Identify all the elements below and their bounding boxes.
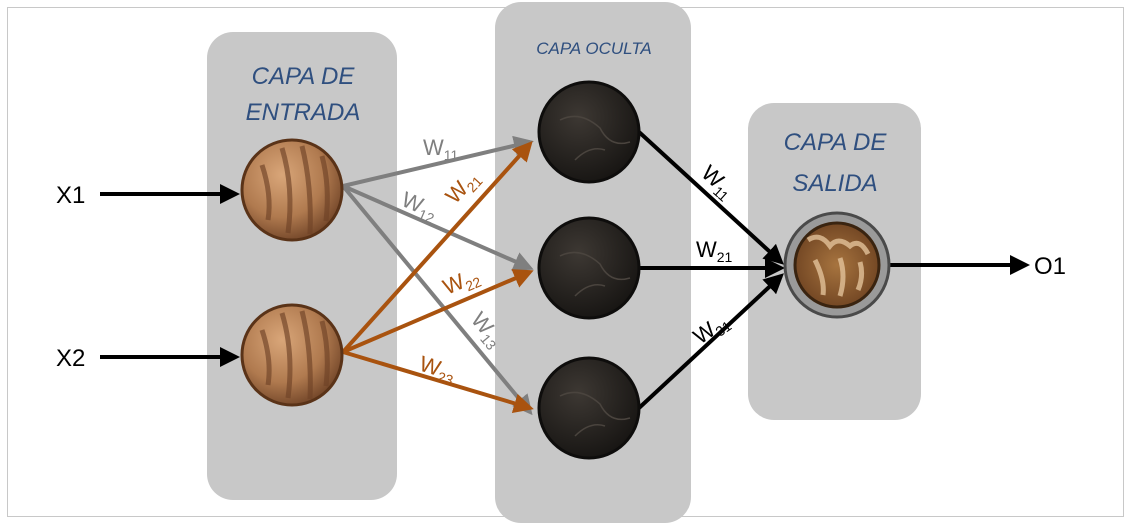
hidden-layer-title: CAPA OCULTA <box>536 39 652 58</box>
weight-label-black-w11: W11 <box>695 160 740 205</box>
weight-label-black-w31: W31 <box>689 308 735 352</box>
connection-black-w11 <box>637 130 784 265</box>
input-layer-title-line2: ENTRADA <box>246 99 361 126</box>
output-node <box>783 211 891 319</box>
connection-black-w31 <box>637 273 784 410</box>
hidden-node-2 <box>537 216 641 320</box>
input-node-1 <box>240 138 344 242</box>
connection-gray-w11 <box>342 135 534 188</box>
weight-label-gray-w12: W12 <box>397 187 442 227</box>
input-layer-title-line1: CAPA DE <box>252 63 356 90</box>
connection-orange-w23 <box>342 350 534 413</box>
connection-orange-w22 <box>342 269 534 354</box>
hidden-node-3 <box>537 356 641 460</box>
connection-gray-w12 <box>342 184 534 271</box>
connection-orange-w21 <box>341 141 533 354</box>
weight-label-gray-w11: W11 <box>423 135 459 163</box>
connection-gray-w13 <box>341 184 533 416</box>
input-label-x2: X2 <box>56 345 85 372</box>
weight-label-orange-w23: W23 <box>416 351 459 388</box>
hidden-node-1 <box>537 80 641 184</box>
input-label-x1: X1 <box>56 182 85 209</box>
output-label-o1: O1 <box>1034 253 1066 280</box>
output-layer-title-line2: SALIDA <box>792 170 877 197</box>
weight-label-black-w21: W21 <box>696 237 733 265</box>
output-layer-title-line1: CAPA DE <box>784 129 888 156</box>
input-node-2 <box>240 303 344 407</box>
